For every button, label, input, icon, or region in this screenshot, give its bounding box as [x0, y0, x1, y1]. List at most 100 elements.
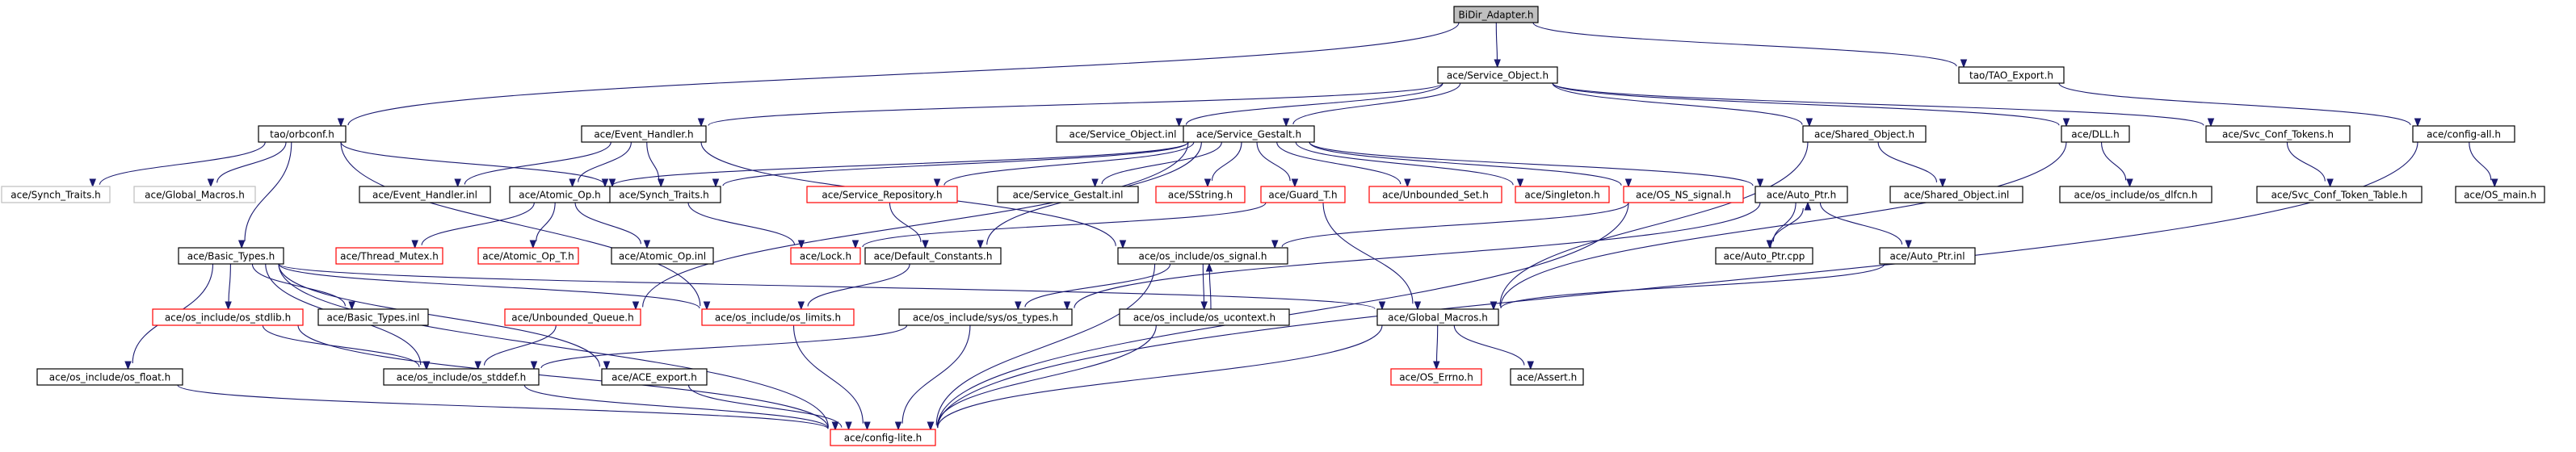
node-auto-ptr-cpp[interactable]: ace/Auto_Ptr.cpp: [1715, 247, 1813, 265]
node-os-signal[interactable]: ace/os_include/os_signal.h: [1117, 247, 1288, 265]
node-box: [1623, 186, 1744, 203]
node-tao-export[interactable]: tao/TAO_Export.h: [1958, 66, 2065, 84]
edge-auto_ptr_inl-to-global_macros: [1490, 263, 1885, 311]
node-box: [1958, 66, 2065, 84]
node-box: [178, 247, 284, 265]
edge-atomic_op-to-atomic_op_inl: [574, 202, 651, 249]
node-service-object[interactable]: ace/Service_Object.h: [1437, 66, 1558, 84]
edge-orbconf-to-os_limits: [340, 141, 711, 311]
node-dll[interactable]: ace/DLL.h: [2061, 125, 2130, 143]
node-label: ace/Auto_Ptr.inl: [1889, 251, 1965, 262]
edge-service_object-to-dll: [1552, 82, 2070, 128]
node-synch-traits[interactable]: ace/Synch_Traits.h: [607, 186, 721, 203]
edge-service_gestalt-to-guard_t: [1256, 141, 1299, 188]
node-assert[interactable]: ace/Assert.h: [1510, 368, 1584, 386]
edge-service_object-to-shared_object: [1552, 82, 1813, 128]
node-os-main[interactable]: ace/OS_main.h: [2455, 186, 2545, 203]
node-label: ace/OS_NS_signal.h: [1636, 190, 1731, 201]
node-shared-object-inl[interactable]: ace/Shared_Object.inl: [1889, 186, 2023, 203]
edge-service_gestalt-to-service_repository: [933, 141, 1195, 188]
node-label: ace/OS_Errno.h: [1399, 372, 1473, 383]
node-box: [36, 368, 183, 386]
node-label: ace/Service_Gestalt.h: [1196, 129, 1301, 140]
node-box: [1376, 308, 1499, 326]
node-service-object-inl[interactable]: ace/Service_Object.inl: [1056, 125, 1190, 143]
edge-tao_export-to-config_all: [2058, 82, 2422, 128]
node-box: [1802, 125, 1927, 143]
node-box: [898, 308, 1073, 326]
node-auto-ptr-inl[interactable]: ace/Auto_Ptr.inl: [1879, 247, 1976, 265]
node-box: [1, 186, 111, 203]
node-synch-traits-grey: ace/Synch_Traits.h: [1, 186, 111, 203]
node-service-gestalt-inl[interactable]: ace/Service_Gestalt.inl: [997, 186, 1139, 203]
node-os-float[interactable]: ace/os_include/os_float.h: [36, 368, 183, 386]
node-os-types[interactable]: ace/os_include/sys/os_types.h: [898, 308, 1073, 326]
edge-dll-to-global_macros: [1490, 141, 2067, 311]
node-os-dlfcn[interactable]: ace/os_include/os_dlfcn.h: [2059, 186, 2213, 203]
node-box: [2059, 186, 2213, 203]
node-os-errno[interactable]: ace/OS_Errno.h: [1390, 368, 1482, 386]
node-box: [601, 368, 708, 386]
node-os-stddef[interactable]: ace/os_include/os_stddef.h: [383, 368, 540, 386]
node-os-ns-signal[interactable]: ace/OS_NS_signal.h: [1623, 186, 1744, 203]
node-auto-ptr[interactable]: ace/Auto_Ptr.h: [1754, 186, 1848, 203]
node-ace-export[interactable]: ace/ACE_export.h: [601, 368, 708, 386]
node-sstring[interactable]: ace/SString.h: [1155, 186, 1246, 203]
node-atomic-op[interactable]: ace/Atomic_Op.h: [509, 186, 611, 203]
node-guard-t[interactable]: ace/Guard_T.h: [1260, 186, 1346, 203]
node-atomic-op-t[interactable]: ace/Atomic_Op_T.h: [477, 247, 579, 265]
node-config-all[interactable]: ace/config-all.h: [2412, 125, 2515, 143]
node-basic-types-inl[interactable]: ace/Basic_Types.inl: [317, 308, 429, 326]
node-label: ace/ACE_export.h: [611, 372, 697, 383]
edge-basic_types-to-os_stdlib: [225, 263, 232, 311]
node-label: ace/Unbounded_Queue.h: [511, 312, 633, 324]
edge-auto_ptr-to-auto_ptr_cpp: [1766, 202, 1796, 249]
edge-basic_types-to-basic_types_inl: [251, 263, 355, 311]
node-os-stdlib[interactable]: ace/os_include/os_stdlib.h: [152, 308, 304, 326]
node-service-repository[interactable]: ace/Service_Repository.h: [806, 186, 958, 203]
node-default-constants[interactable]: ace/Default_Constants.h: [864, 247, 1002, 265]
edge-orbconf-to-global_macros_grey: [207, 141, 287, 188]
edge-event_handler-to-synch_traits: [646, 141, 665, 188]
edge-event_handler-to-atomic_op: [569, 141, 632, 188]
node-basic-types[interactable]: ace/Basic_Types.h: [178, 247, 284, 265]
edge-bidir-to-service_object: [1494, 22, 1501, 69]
node-service-gestalt[interactable]: ace/Service_Gestalt.h: [1183, 125, 1315, 143]
edge-orbconf-to-synch_traits_grey: [89, 141, 266, 188]
edge-os_signal-to-os_types: [1015, 263, 1171, 311]
node-lock[interactable]: ace/Lock.h: [790, 247, 861, 265]
node-global-macros[interactable]: ace/Global_Macros.h: [1376, 308, 1499, 326]
edge-guard_t-to-lock: [851, 202, 1267, 249]
node-svc-conf-tokens[interactable]: ace/Svc_Conf_Tokens.h: [2205, 125, 2351, 143]
edge-service_object-to-service_object_inl: [1175, 82, 1443, 128]
node-thread-mutex[interactable]: ace/Thread_Mutex.h: [335, 247, 443, 265]
node-label: ace/Event_Handler.inl: [372, 190, 477, 201]
node-shared-object[interactable]: ace/Shared_Object.h: [1802, 125, 1927, 143]
node-box: [1453, 6, 1539, 23]
node-global-macros-grey: ace/Global_Macros.h: [133, 186, 256, 203]
node-unbounded-set[interactable]: ace/Unbounded_Set.h: [1368, 186, 1502, 203]
node-bidir[interactable]: BiDir_Adapter.h: [1453, 6, 1539, 23]
edge-os_limits-to-config_lite: [792, 324, 871, 431]
node-singleton[interactable]: ace/Singleton.h: [1515, 186, 1610, 203]
node-os-ucontext[interactable]: ace/os_include/os_ucontext.h: [1119, 308, 1290, 326]
edge-basic_types-to-ace_export: [278, 263, 611, 370]
node-label: ace/os_include/os_float.h: [49, 372, 170, 383]
node-os-limits[interactable]: ace/os_include/os_limits.h: [701, 308, 855, 326]
node-label: ace/os_include/sys/os_types.h: [913, 312, 1058, 324]
node-config-lite[interactable]: ace/config-lite.h: [830, 429, 936, 446]
node-box: [504, 308, 641, 326]
node-unbounded-queue[interactable]: ace/Unbounded_Queue.h: [504, 308, 641, 326]
node-box: [258, 125, 347, 143]
edge-os_stdlib-to-os_stddef: [262, 324, 430, 370]
node-svc-conf-token-table[interactable]: ace/Svc_Conf_Token_Table.h: [2256, 186, 2423, 203]
node-event-handler[interactable]: ace/Event_Handler.h: [581, 125, 707, 143]
edge-service_object-to-svc_conf_tokens: [1552, 82, 2215, 128]
node-atomic-op-inl[interactable]: ace/Atomic_Op.inl: [611, 247, 714, 265]
node-orbconf[interactable]: tao/orbconf.h: [258, 125, 347, 143]
node-label: ace/Unbounded_Set.h: [1382, 190, 1489, 201]
edge-bidir-to-tao_export: [1532, 22, 1968, 69]
edge-unbounded_queue-to-os_stddef: [474, 324, 557, 370]
edge-os_ucontext-to-config_lite: [927, 324, 1157, 431]
node-event-handler-inl[interactable]: ace/Event_Handler.inl: [359, 186, 491, 203]
